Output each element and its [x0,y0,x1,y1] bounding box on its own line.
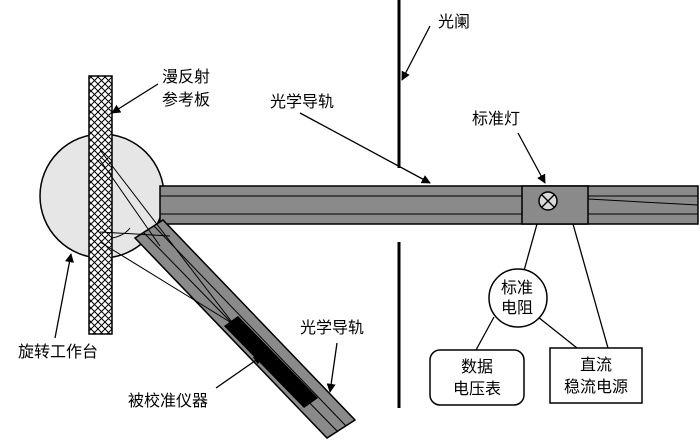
circuit-wires [475,223,609,351]
optical-rail-bottom [133,219,357,439]
aperture-label: 光阑 [438,12,471,31]
light-rays [99,149,239,331]
rotary-table-label: 旋转工作台 [18,342,99,361]
optical-rail-top-label: 光学导轨 [270,92,335,111]
voltmeter-label-line2: 电压表 [452,379,501,398]
dc-supply-label-line1: 直流 [579,355,612,374]
leader-arrows [54,25,546,393]
diffuse-reflector-label-line2: 参考板 [162,90,211,109]
standard-resistor-label-line1: 标准 [501,278,534,297]
diffuse-reflector-label-line1: 漫反射 [162,67,211,86]
standard-lamp [521,185,589,225]
optical-rail-bottom-label: 光学导轨 [300,318,365,337]
standard-resistor [488,268,548,328]
optical-rail-top [159,185,699,225]
voltmeter-box [429,349,525,406]
lamp-beam-right [587,198,699,206]
standard-lamp-label: 标准灯 [472,109,521,128]
standard-resistor-label-line2: 电阻 [501,298,534,317]
dc-supply-label-line2: 稳流电源 [563,377,628,396]
dc-supply-box [549,347,643,404]
diffuse-reflector-plate [88,75,113,335]
voltmeter-label-line1: 数据 [460,357,493,376]
instrument-under-test-label: 被校准仪器 [128,391,209,410]
instrument-body [224,316,318,408]
